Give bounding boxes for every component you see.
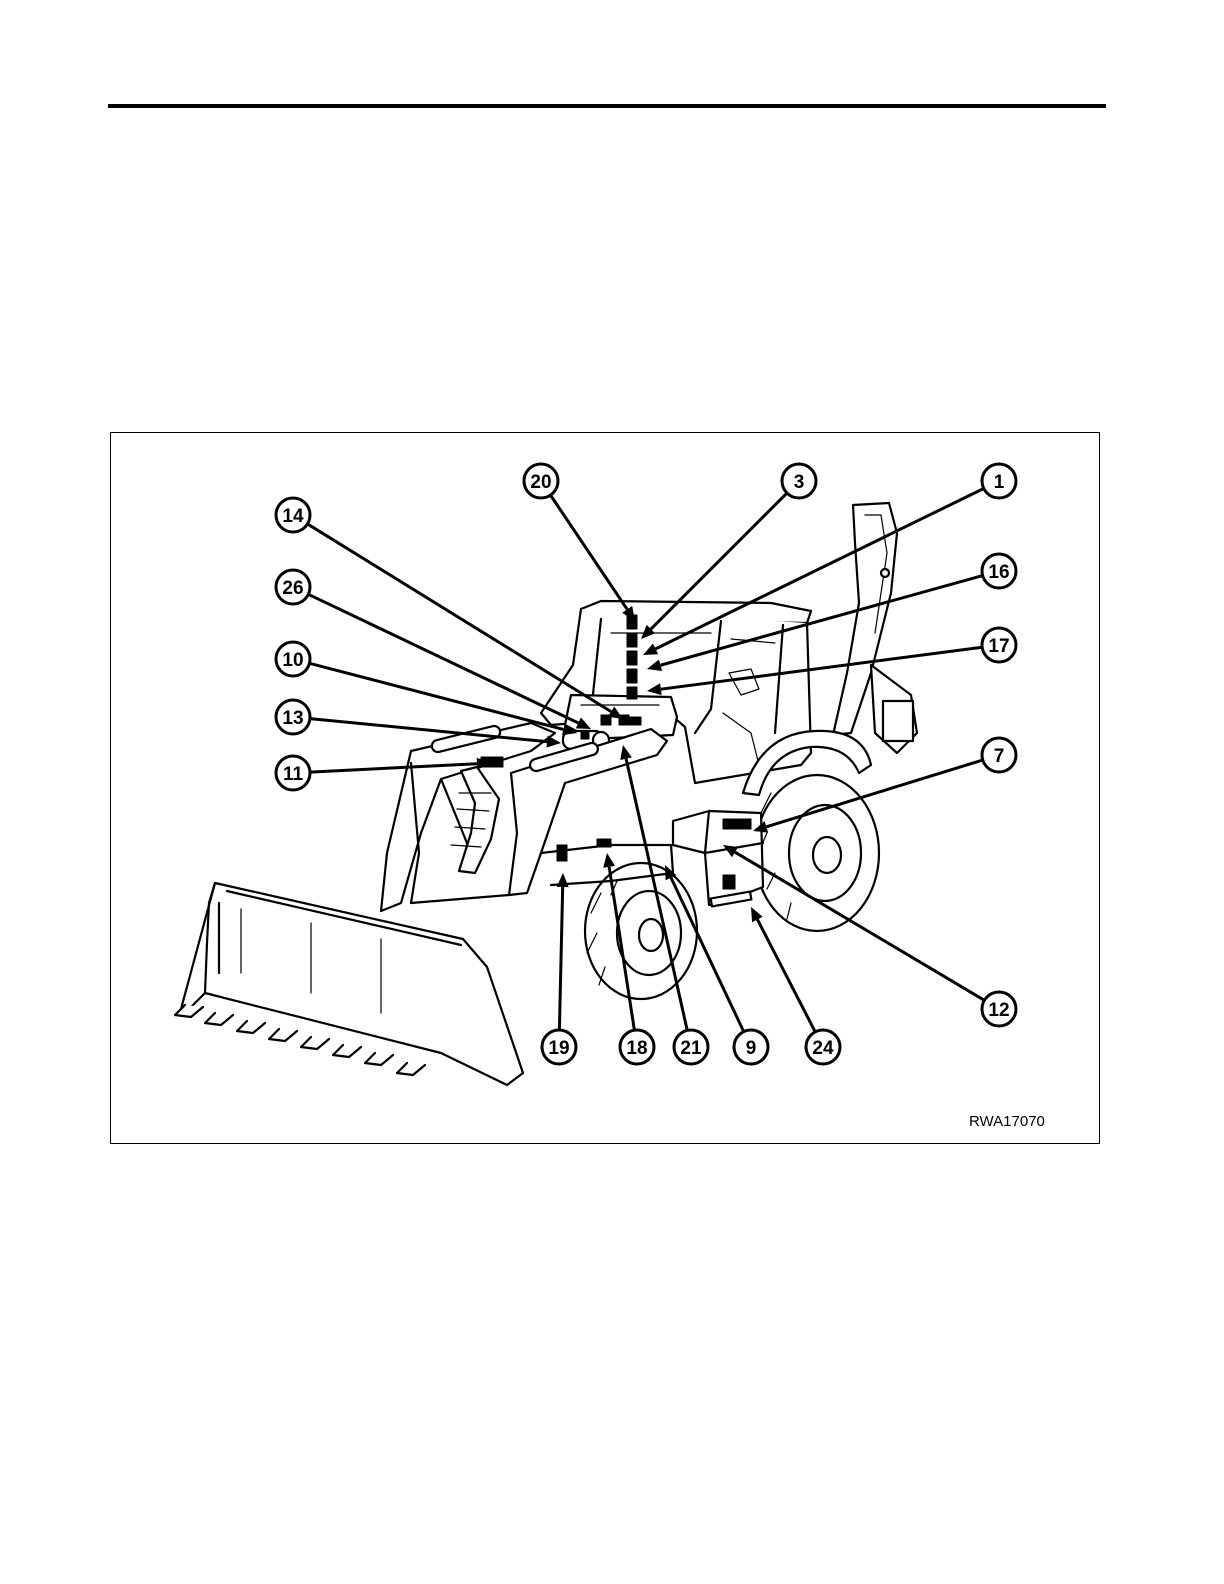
callout-arrowhead [557, 873, 569, 887]
callout-leader [308, 594, 578, 723]
callout-number: 26 [282, 578, 303, 599]
callout-leader [307, 524, 611, 712]
callout-number: 12 [988, 1000, 1009, 1021]
header-rule [108, 104, 1106, 108]
callout-number: 3 [794, 472, 805, 493]
figure-frame: 20 3 1 16 17 14 26 10 13 11 7 12 19 18 21 9 24 RWA17070 [110, 432, 1100, 1144]
callout-number: 21 [680, 1038, 702, 1059]
callout-number: 17 [988, 636, 1009, 657]
callout-14: 14 [276, 498, 623, 719]
callout-number: 20 [530, 472, 551, 493]
callout-10: 10 [276, 642, 577, 735]
backhoe-loader-illustration: 20 3 1 16 17 14 26 10 13 11 7 12 19 18 21 9 24 [111, 433, 1099, 1143]
callout-26: 26 [276, 570, 591, 729]
callout-arrowhead [603, 853, 615, 868]
callout-number: 14 [282, 506, 304, 527]
callout-number: 7 [994, 746, 1005, 767]
loader-linkage [459, 767, 499, 873]
callout-number: 11 [283, 764, 304, 785]
callout-number: 10 [282, 650, 303, 671]
callout-leader [550, 495, 627, 609]
callout-number: 18 [626, 1038, 647, 1059]
figure-code: RWA17070 [969, 1113, 1045, 1130]
callout-number: 16 [988, 562, 1009, 583]
callout-20: 20 [524, 464, 635, 621]
callout-number: 9 [746, 1038, 757, 1059]
callout-number: 13 [282, 708, 303, 729]
callout-number: 24 [812, 1038, 834, 1059]
callout-arrowhead [546, 736, 561, 748]
callout-leader [757, 919, 815, 1031]
callout-1: 1 [643, 464, 1016, 655]
callout-leader [656, 488, 984, 648]
callout-19: 19 [542, 873, 576, 1064]
callout-number: 19 [548, 1038, 569, 1059]
callout-number: 1 [994, 472, 1005, 493]
callout-leader [559, 887, 562, 1030]
